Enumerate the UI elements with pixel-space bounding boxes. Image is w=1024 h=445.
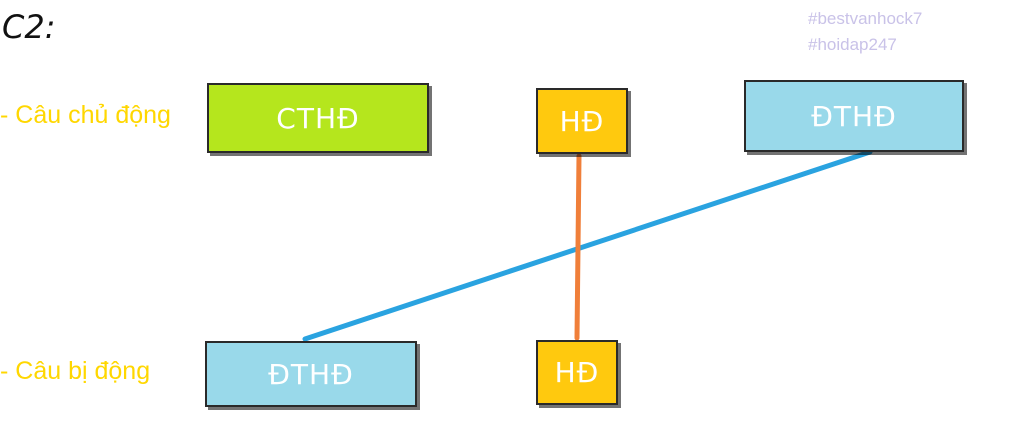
hashtag-bestvanhock7: #bestvanhock7 <box>808 9 923 28</box>
active-sentence-label: - Câu chủ động <box>0 101 171 129</box>
hashtags: #bestvanhock7 #hoidap247 <box>808 6 922 58</box>
passive-sentence-label: - Câu bị động <box>0 357 151 385</box>
passive-verb-box: HĐ <box>536 340 618 405</box>
hashtag-hoidap247: #hoidap247 <box>808 35 897 54</box>
active-verb-box: HĐ <box>536 88 628 154</box>
passive-subject-box: ĐTHĐ <box>205 341 417 407</box>
verb-to-verb-link <box>574 153 582 341</box>
question-title: C2: <box>2 8 56 46</box>
active-object-box: ĐTHĐ <box>744 80 964 152</box>
object-to-subject-link <box>302 149 873 342</box>
active-subject-box: CTHĐ <box>207 83 429 153</box>
